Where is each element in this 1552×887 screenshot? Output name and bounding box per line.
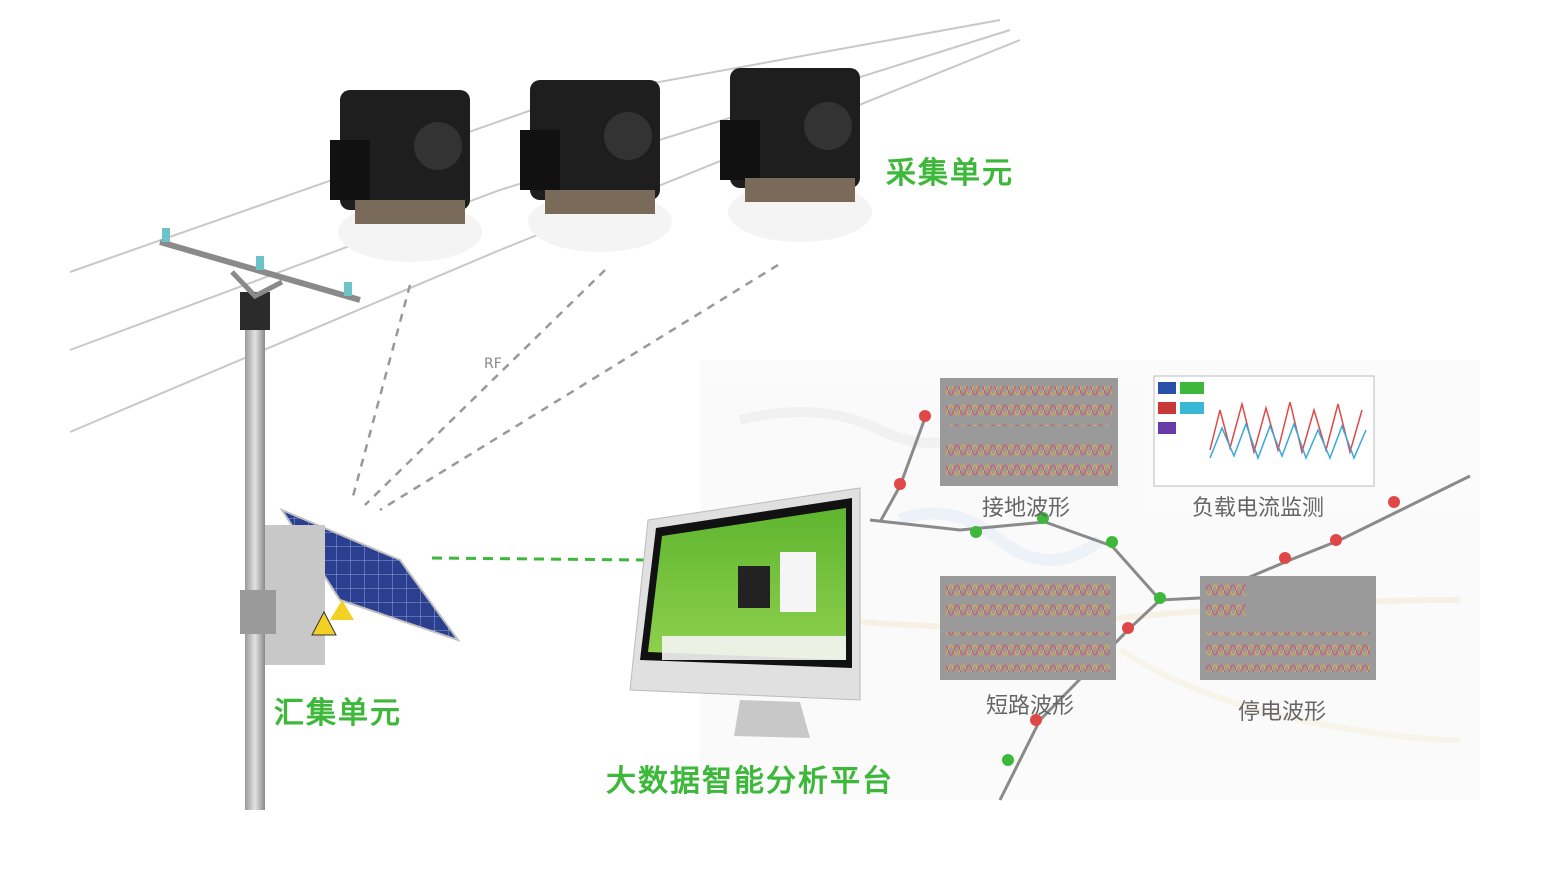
current-sensor-icon (520, 80, 672, 252)
current-sensor-icon (330, 90, 482, 262)
load-current-label: 负载电流监测 (1192, 496, 1325, 521)
warning-triangle-icon (311, 610, 337, 636)
monitor-icon (629, 487, 861, 738)
ground-waveform-panel (940, 378, 1118, 486)
utility-pole-icon (159, 228, 361, 810)
outage-waveform-panel (1200, 576, 1376, 680)
short-circuit-panel (940, 576, 1116, 680)
solar-panel-icon (240, 507, 461, 665)
current-sensor-icon (720, 68, 872, 242)
load-current-panel (1153, 375, 1375, 487)
platform-label: 大数据智能分析平台 (606, 764, 894, 799)
collection-unit-label: 采集单元 (886, 156, 1014, 191)
map-marker-icon (894, 410, 1400, 766)
short-circuit-label: 短路波形 (986, 694, 1075, 719)
network-link (431, 556, 646, 562)
aggregation-unit-label: 汇集单元 (274, 696, 402, 731)
ground-waveform-label: 接地波形 (982, 496, 1071, 521)
outage-waveform-label: 停电波形 (1238, 700, 1327, 725)
rf-label: RF (484, 356, 502, 372)
rf-links (350, 263, 779, 512)
